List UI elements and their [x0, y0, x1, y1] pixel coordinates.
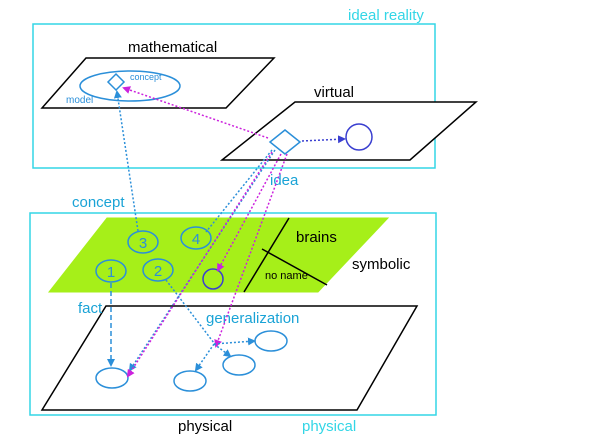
symbolic-plane [47, 217, 390, 293]
idea-label: idea [270, 172, 299, 189]
ideal-reality-frame [32, 23, 436, 169]
brain-circle [202, 268, 224, 290]
fact-circle-4 [180, 226, 212, 250]
generalization-to-ellipse3-arrow [213, 343, 232, 358]
circle-number-3: 3 [139, 235, 147, 252]
brains-label: brains [296, 229, 337, 246]
virtual-label: virtual [314, 84, 354, 101]
idea-to-concept-arrow [122, 86, 269, 139]
physical-label-cyan: physical [302, 418, 356, 435]
circle-number-4: 4 [192, 231, 200, 248]
mathematical-plane [40, 57, 276, 109]
circle3-to-concept-arrow [113, 90, 139, 232]
generalization-to-ellipse2-arrow [194, 343, 215, 372]
fact-circle-3 [127, 230, 159, 254]
physical-ellipse-2 [173, 370, 207, 392]
generalization-to-ellipse4-arrow [213, 337, 256, 346]
no-name-label: no name [265, 270, 308, 282]
fact-circle-1 [95, 259, 127, 283]
mathematical-label: mathematical [128, 39, 217, 56]
idea-to-physical-magenta-arrow [126, 151, 273, 378]
idea-diamond [268, 129, 302, 155]
fact-label: fact [78, 300, 103, 317]
idea-to-virtual-arrow [301, 135, 346, 144]
symbolic-label: symbolic [352, 256, 411, 273]
brains-divider-2 [261, 248, 328, 286]
physical-ellipse-3 [222, 354, 256, 376]
virtual-circle [345, 123, 373, 151]
idea-to-circle4-line [205, 149, 273, 233]
circle2-to-generalization-line [165, 279, 215, 344]
physical-label-black: physical [178, 418, 232, 435]
physical-ellipse-1 [95, 367, 129, 389]
ideal-reality-label: ideal reality [348, 7, 424, 24]
circle-number-2: 2 [154, 263, 162, 280]
brains-divider-1 [243, 217, 290, 293]
generalization-label: generalization [206, 310, 299, 327]
concept-diamond [106, 72, 126, 92]
concept-label: concept [72, 194, 125, 211]
model-label: model [66, 95, 93, 106]
concept-small-label: concept [130, 72, 162, 82]
physical-ellipse-4 [254, 330, 288, 352]
circle-number-1: 1 [107, 264, 115, 281]
fact-circle-2 [142, 258, 174, 282]
model-ellipse [79, 70, 181, 102]
